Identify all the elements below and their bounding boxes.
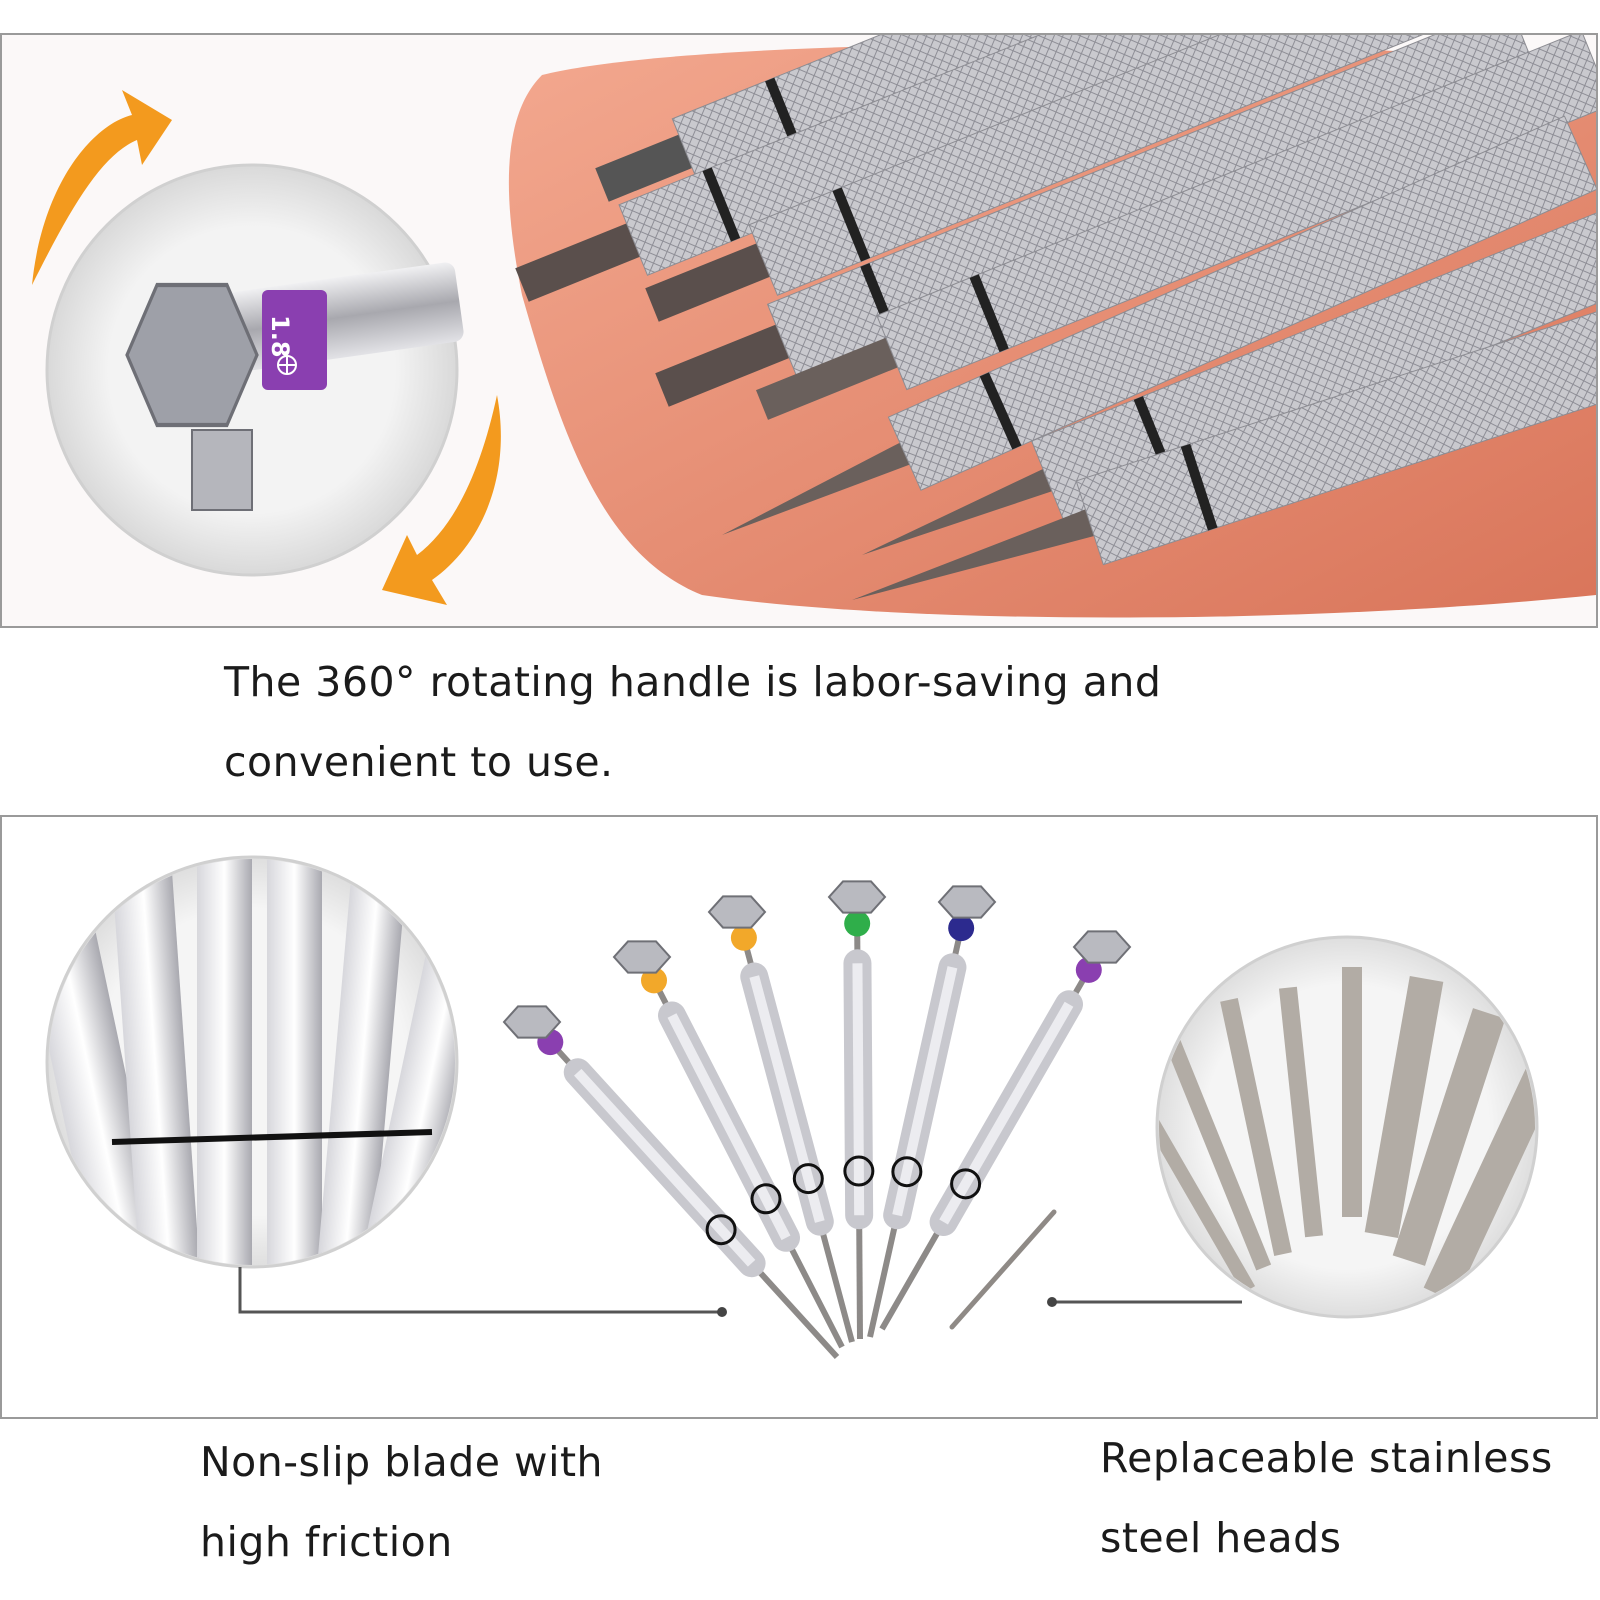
loose-blade bbox=[949, 1209, 1057, 1330]
rotating-handle-caption: The 360° rotating handle is labor-saving… bbox=[224, 642, 1324, 802]
screwdriver-handle-highlight bbox=[939, 1001, 1074, 1225]
bit-size-label: 1.8 bbox=[266, 315, 294, 358]
non-slip-caption: Non-slip blade with high friction bbox=[200, 1422, 800, 1582]
screwdriver-hex-head bbox=[1072, 930, 1132, 964]
heads-closeup-circle bbox=[1155, 935, 1539, 1319]
magnified-bit-circle bbox=[45, 163, 464, 577]
screwdriver-hex-head bbox=[707, 895, 767, 929]
screwdriver-1 bbox=[502, 1005, 840, 1360]
rotate-arrow-bottom-icon bbox=[382, 395, 501, 605]
screwdriver-handle-highlight bbox=[749, 975, 825, 1223]
non-slip-caption-line-1: Non-slip blade with bbox=[200, 1438, 604, 1486]
replaceable-caption: Replaceable stainless steel heads bbox=[1100, 1418, 1600, 1578]
non-slip-caption-line-2: high friction bbox=[200, 1518, 453, 1566]
screwdriver-set-group bbox=[502, 880, 1132, 1360]
screwdriver-3 bbox=[707, 895, 855, 1343]
rotating-handle-caption-line-2: convenient to use. bbox=[224, 738, 614, 786]
screwdriver-hex-head bbox=[502, 1005, 562, 1039]
screwdriver-5 bbox=[867, 885, 997, 1338]
screwdriver-ring bbox=[705, 1214, 737, 1246]
bottom-product-panel bbox=[0, 815, 1598, 1419]
screwdriver-2 bbox=[612, 940, 845, 1349]
screwdriver-color-band bbox=[844, 910, 871, 937]
screwdriver-6 bbox=[879, 930, 1132, 1331]
screwdriver-color-band bbox=[641, 967, 667, 994]
screwdriver-handle-highlight bbox=[574, 1068, 756, 1267]
leader-line-left bbox=[238, 1267, 722, 1314]
screwdriver-color-band bbox=[948, 915, 975, 942]
screwdriver-hex-head bbox=[612, 940, 672, 974]
screwdriver-ring bbox=[792, 1163, 824, 1195]
screwdriver-handle-highlight bbox=[667, 1013, 791, 1241]
screwdriver-ring bbox=[843, 1155, 875, 1187]
replaceable-caption-line-2: steel heads bbox=[1100, 1514, 1342, 1562]
screwdriver-hex-head bbox=[827, 880, 887, 914]
replaceable-caption-line-1: Replaceable stainless bbox=[1100, 1434, 1553, 1482]
handles-closeup-circle bbox=[45, 855, 459, 1269]
top-product-panel: 1.8 bbox=[0, 0, 1600, 628]
screwdriver-4 bbox=[827, 880, 887, 1340]
screwdriver-color-band bbox=[730, 924, 757, 951]
screwdriver-handle-highlight bbox=[892, 966, 958, 1217]
screwdriver-handle-highlight bbox=[852, 963, 865, 1216]
rotate-arrow-top-icon bbox=[32, 90, 172, 285]
rotating-handle-caption-line-1: The 360° rotating handle is labor-saving… bbox=[224, 658, 1162, 706]
screwdriver-ring bbox=[750, 1183, 782, 1215]
screwdriver-handles-group bbox=[515, 0, 1600, 600]
screwdriver-ring bbox=[891, 1156, 923, 1188]
screwdriver-ring bbox=[950, 1168, 982, 1200]
top-product-illustration bbox=[32, 0, 1600, 618]
bottom-product-illustration bbox=[45, 855, 1539, 1360]
screwdriver-hex-head bbox=[937, 885, 997, 919]
